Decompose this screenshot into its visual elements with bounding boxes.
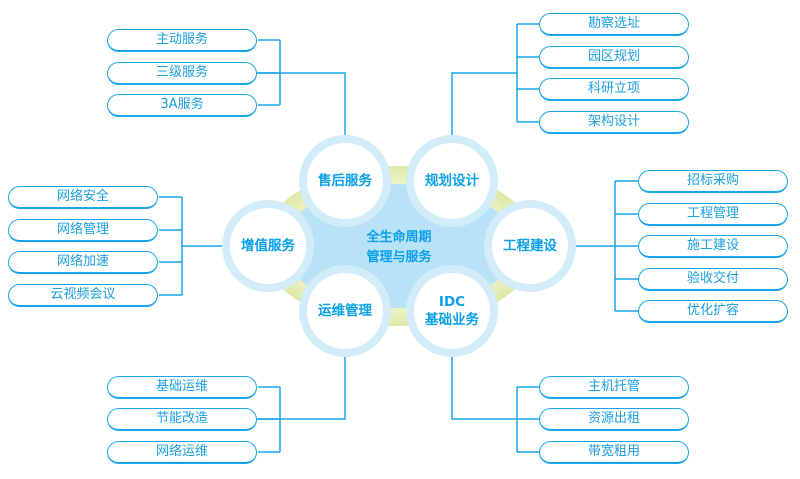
item-pill[interactable]: 施工建设 <box>638 235 788 258</box>
item-pill[interactable]: 验收交付 <box>638 268 788 291</box>
item-pill[interactable]: 主动服务 <box>107 29 257 52</box>
node-planning[interactable]: 规划设计 <box>414 143 490 219</box>
item-pill[interactable]: 三级服务 <box>107 62 257 85</box>
node-label: 工程建设 <box>503 238 557 254</box>
item-pill[interactable]: 科研立项 <box>539 78 689 101</box>
item-pill[interactable]: 3A服务 <box>107 94 257 117</box>
item-pill[interactable]: 基础运维 <box>107 376 257 399</box>
node-label: IDC <box>438 294 466 310</box>
item-pill[interactable]: 园区规划 <box>539 46 689 69</box>
connector-after-sales <box>257 72 346 143</box>
item-pill[interactable]: 优化扩容 <box>638 300 788 323</box>
connector-planning <box>451 72 517 143</box>
connector-idc <box>451 357 517 420</box>
node-label: 增值服务 <box>241 238 295 254</box>
center-line-2: 管理与服务 <box>366 250 432 265</box>
item-pill[interactable]: 网络加速 <box>8 251 158 274</box>
item-pill[interactable]: 工程管理 <box>638 203 788 226</box>
item-pill[interactable]: 架构设计 <box>539 111 689 134</box>
node-value-added[interactable]: 增值服务 <box>230 208 306 284</box>
node-label: 规划设计 <box>425 173 479 189</box>
item-pill[interactable]: 勘察选址 <box>539 13 689 36</box>
node-label-2: 基础业务 <box>425 312 479 328</box>
item-pill[interactable]: 招标采购 <box>638 170 788 193</box>
item-pill[interactable]: 网络安全 <box>8 186 158 209</box>
node-engineering[interactable]: 工程建设 <box>492 208 568 284</box>
node-idc[interactable]: IDC 基础业务 <box>414 273 490 349</box>
center-title: 全生命周期 管理与服务 <box>349 228 449 268</box>
item-pill[interactable]: 网络管理 <box>8 219 158 242</box>
node-after-sales[interactable]: 售后服务 <box>307 143 383 219</box>
item-pill[interactable]: 主机托管 <box>539 376 689 399</box>
connector-operations <box>257 357 346 420</box>
node-label: 运维管理 <box>318 303 372 319</box>
item-pill[interactable]: 带宽租用 <box>539 441 689 464</box>
node-label: 售后服务 <box>318 173 372 189</box>
center-line-1: 全生命周期 <box>366 230 432 245</box>
item-pill[interactable]: 资源出租 <box>539 408 689 431</box>
node-operations[interactable]: 运维管理 <box>307 273 383 349</box>
item-pill[interactable]: 网络运维 <box>107 441 257 464</box>
item-pill[interactable]: 节能改造 <box>107 408 257 431</box>
item-pill[interactable]: 云视频会议 <box>8 284 158 307</box>
